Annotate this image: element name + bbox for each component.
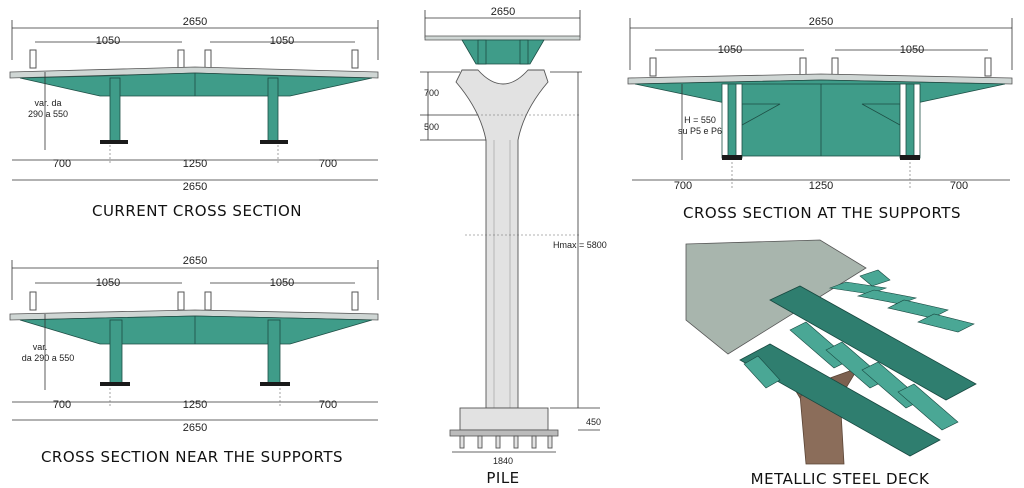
pile-d450: 450 <box>586 417 601 427</box>
supports-h-line1: H = 550 <box>684 115 716 125</box>
current-steel-girder <box>19 72 373 97</box>
pile-d700: 700 <box>424 88 439 98</box>
pile-hmax: Hmax = 5800 <box>553 240 607 250</box>
near-bot-left: 700 <box>53 399 71 411</box>
near-bot-total: 2650 <box>183 422 207 434</box>
near-steel-girder <box>19 315 373 345</box>
current-var-line2: 290 a 550 <box>28 109 68 119</box>
current-bot-right: 700 <box>319 158 337 170</box>
deck-main-girder <box>769 285 977 401</box>
caption-current-cross-section: CURRENT CROSS SECTION <box>92 202 302 220</box>
supports-top-total: 2650 <box>809 16 833 28</box>
near-var-line2: da 290 a 550 <box>22 353 75 363</box>
supports-bot-mid: 1250 <box>809 180 833 192</box>
pile-d500: 500 <box>424 122 439 132</box>
current-top-left: 1050 <box>96 35 120 47</box>
supports-top-left: 1050 <box>718 44 742 56</box>
near-top-left: 1050 <box>96 277 120 289</box>
supports-bot-left: 700 <box>674 180 692 192</box>
near-top-total: 2650 <box>183 255 207 267</box>
pile-top-width: 2650 <box>491 6 515 18</box>
supports-bot-right: 700 <box>950 180 968 192</box>
caption-steel-deck: METALLIC STEEL DECK <box>751 470 930 488</box>
near-top-right: 1050 <box>270 277 294 289</box>
panel-near-supports: 2650 1050 1050 var. da 290 a 550 700 125… <box>9 255 379 466</box>
caption-at-supports: CROSS SECTION AT THE SUPPORTS <box>683 204 961 222</box>
current-top-right: 1050 <box>270 35 294 47</box>
supports-h-line2: su P5 e P6 <box>678 126 722 136</box>
panel-at-supports: 2650 1050 1050 H = 550 su P5 e P6 700 12… <box>627 16 1013 222</box>
current-bot-total: 2650 <box>183 181 207 193</box>
panel-current-cross-section: 2650 1050 1050 var. da 290 a 550 700 125… <box>9 16 379 220</box>
near-var-line1: var. <box>33 342 48 352</box>
caption-near-supports: CROSS SECTION NEAR THE SUPPORTS <box>41 448 343 466</box>
current-bot-mid: 1250 <box>183 158 207 170</box>
panel-pile: 2650 700 500 Hmax = 5800 450 <box>420 6 607 487</box>
current-var-line1: var. da <box>34 98 61 108</box>
near-bot-right: 700 <box>319 399 337 411</box>
near-bot-mid: 1250 <box>183 399 207 411</box>
current-top-total: 2650 <box>183 16 207 28</box>
panel-steel-deck: METALLIC STEEL DECK <box>685 239 977 488</box>
pile-base-width: 1840 <box>493 456 513 466</box>
current-bot-left: 700 <box>53 158 71 170</box>
caption-pile: PILE <box>486 469 519 487</box>
pile-pier <box>455 69 549 409</box>
supports-top-right: 1050 <box>900 44 924 56</box>
